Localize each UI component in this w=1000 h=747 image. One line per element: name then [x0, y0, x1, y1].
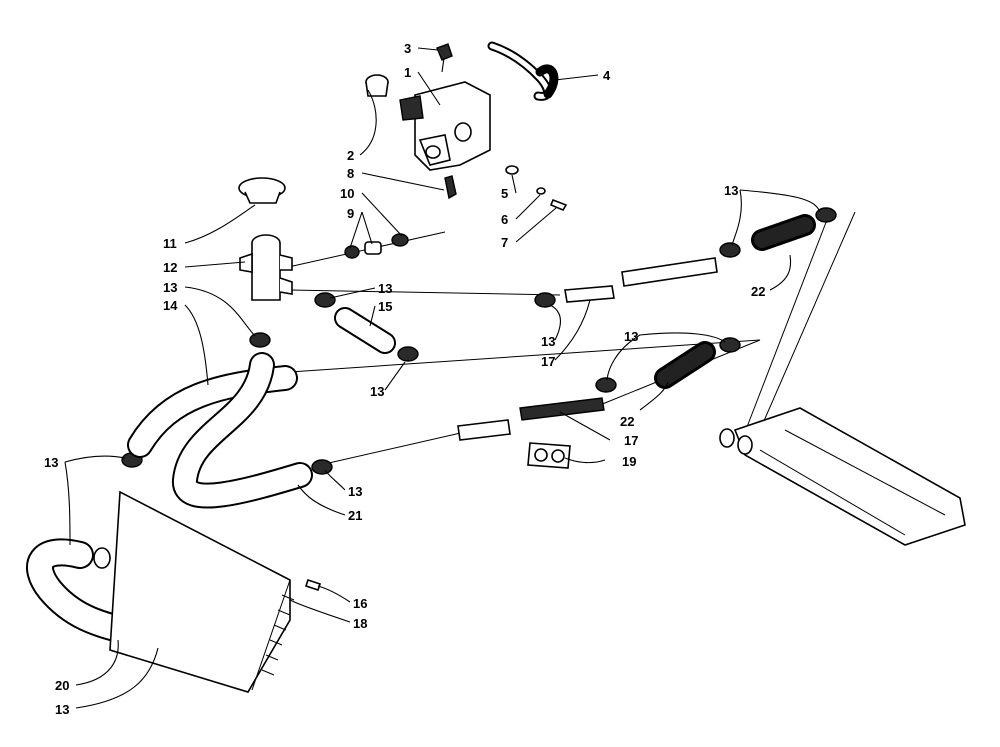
callout-12: 12: [163, 260, 177, 275]
callout-22-b: 22: [620, 414, 634, 429]
callout-17-b: 17: [624, 433, 638, 448]
callout-17-a: 17: [541, 354, 555, 369]
callout-13-h: 13: [44, 455, 58, 470]
nipple-8: [444, 175, 457, 200]
callout-21: 21: [348, 508, 362, 523]
callout-13-b: 13: [378, 281, 392, 296]
callout-19: 19: [622, 454, 636, 469]
connector-9-10: [344, 233, 409, 259]
radiator-cap: [238, 177, 286, 204]
tube-17-lower: [457, 397, 605, 441]
hose-21: [172, 352, 313, 509]
hose-22-lower: [654, 341, 716, 389]
leader-lines: [64, 47, 821, 709]
callout-5: 5: [501, 186, 508, 201]
callout-1: 1: [404, 65, 411, 80]
callout-13-f: 13: [624, 329, 638, 344]
callout-13-d: 13: [541, 334, 555, 349]
callout-18: 18: [353, 616, 367, 631]
radiator-18: [93, 490, 295, 693]
screw-16: [304, 578, 322, 592]
callout-16: 16: [353, 596, 367, 611]
callout-13-g: 13: [348, 484, 362, 499]
callout-20: 20: [55, 678, 69, 693]
overflow-hose-4: [487, 41, 559, 101]
screw-7: [549, 198, 568, 212]
callout-8: 8: [347, 166, 354, 181]
callout-13-e: 13: [724, 183, 738, 198]
callout-4: 4: [603, 68, 611, 83]
routing-lines: [274, 211, 856, 466]
callout-13-c: 13: [370, 384, 384, 399]
callout-2: 2: [347, 148, 354, 163]
fitting-3: [436, 43, 453, 73]
tank-cap: [365, 74, 389, 97]
filler-neck: [239, 234, 293, 301]
expansion-tank: [399, 81, 491, 171]
callout-10: 10: [340, 186, 354, 201]
tube-17-upper: [564, 257, 718, 303]
callout-7: 7: [501, 235, 508, 250]
lockwasher-6: [536, 187, 546, 195]
callout-labels: 3 1 4 2 8 10 9 5 6 7 11 12 13 14 13 15 1…: [44, 41, 765, 717]
hose-20: [26, 538, 144, 646]
callout-9: 9: [347, 206, 354, 221]
callout-6: 6: [501, 212, 508, 227]
callout-11: 11: [163, 236, 177, 251]
hose-22-upper: [751, 214, 816, 251]
heat-exchanger: [719, 407, 966, 546]
callout-22-a: 22: [751, 284, 765, 299]
hose-15: [334, 307, 396, 354]
callout-13-a: 13: [163, 280, 177, 295]
callout-14: 14: [163, 298, 178, 313]
callout-3: 3: [404, 41, 411, 56]
callout-13-i: 13: [55, 702, 69, 717]
washer-5: [505, 165, 519, 175]
bracket-19: [527, 442, 571, 469]
callout-15: 15: [378, 299, 392, 314]
